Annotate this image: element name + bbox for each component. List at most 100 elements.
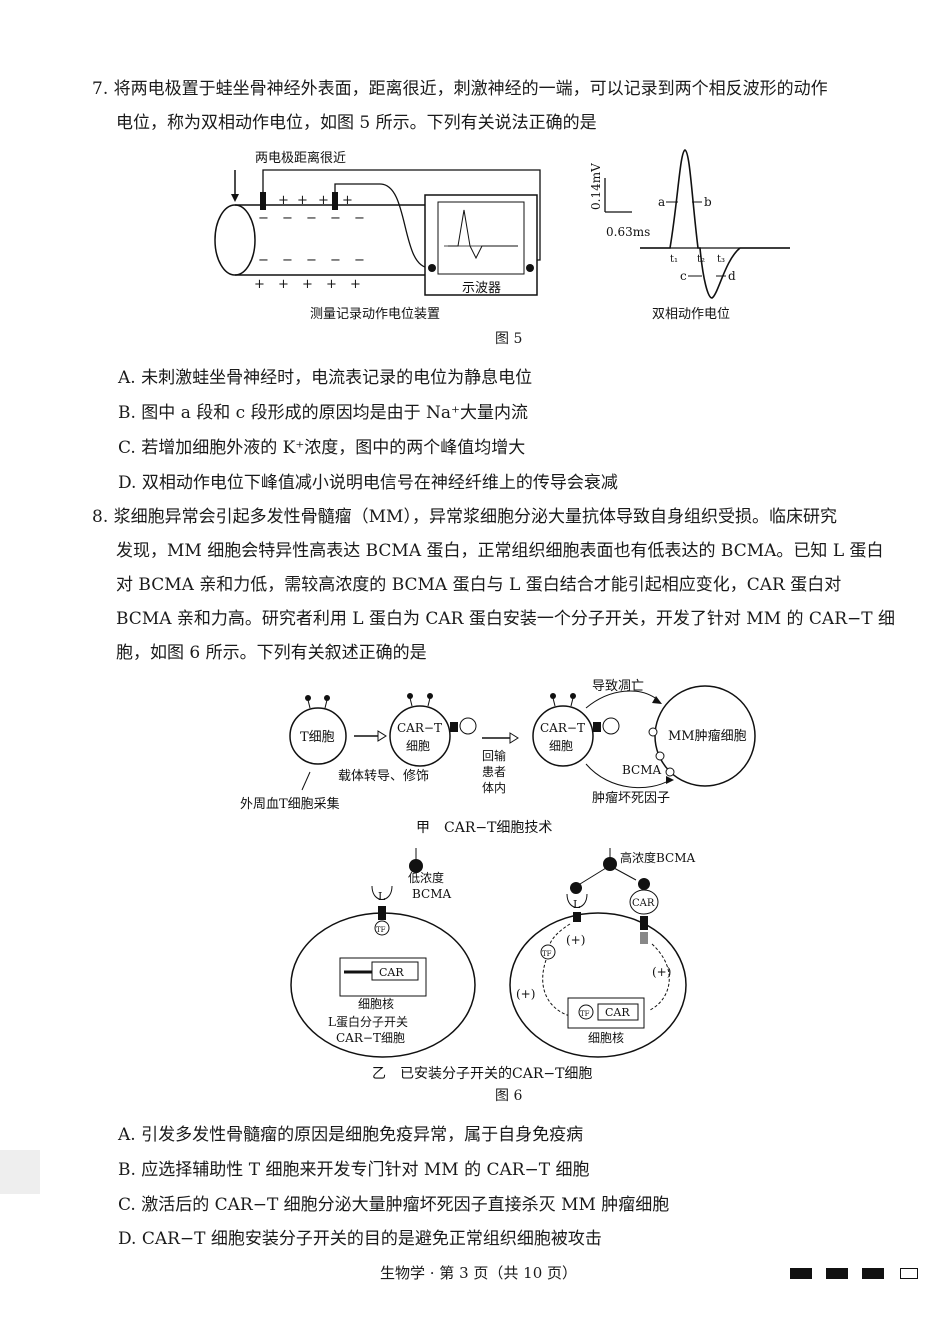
t1-label: t₁ bbox=[670, 254, 678, 265]
charge-minus: − bbox=[282, 253, 293, 268]
oscilloscope: 示波器 bbox=[424, 194, 538, 296]
vector-label: 载体转导、修饰 bbox=[338, 769, 429, 784]
charge-plus: + bbox=[318, 193, 329, 208]
positive-sign: (+) bbox=[566, 933, 585, 947]
charge-minus: − bbox=[354, 253, 365, 268]
marker-block bbox=[790, 1268, 812, 1279]
reinfuse-label: 患者 bbox=[482, 765, 506, 779]
question-text-line: 浆细胞异常会引起多发性骨髓瘤（MM），异常浆细胞分泌大量抗体导致自身组织受损。临… bbox=[113, 507, 837, 527]
reinfuse-label: 回输 bbox=[482, 748, 506, 763]
option-d[interactable]: D. 双相动作电位下峰值减小说明电信号在神经纤维上的传导会衰减 bbox=[118, 473, 618, 493]
charge-minus: − bbox=[306, 253, 317, 268]
tnf-label: 肿瘤坏死因子 bbox=[592, 790, 670, 806]
apoptosis-label: 导致凋亡 bbox=[592, 679, 644, 694]
nucleus-label: 细胞核 bbox=[358, 997, 394, 1011]
scan-artifact bbox=[0, 1150, 40, 1194]
scale-voltage: 0.14mV bbox=[589, 163, 603, 210]
question-7-stem: 7. 将两电极置于蛙坐骨神经外表面，距离很近，刺激神经的一端，可以记录到两个相反… bbox=[92, 72, 912, 140]
marker-block bbox=[862, 1268, 884, 1279]
question-text-line: 将两电极置于蛙坐骨神经外表面，距离很近，刺激神经的一端，可以记录到两个相反波形的… bbox=[113, 79, 828, 99]
option-a[interactable]: A. 未刺激蛙坐骨神经时，电流表记录的电位为静息电位 bbox=[118, 368, 533, 388]
collect-label: 外周血T细胞采集 bbox=[240, 796, 340, 812]
question-text-line: 电位，称为双相动作电位，如图 5 所示。下列有关说法正确的是 bbox=[116, 113, 597, 133]
bcma-label: BCMA bbox=[622, 763, 662, 777]
charge-minus: − bbox=[282, 211, 293, 226]
l-protein-label: L bbox=[573, 898, 581, 911]
car-receptor-label: CAR bbox=[632, 898, 655, 909]
car-t-label: CAR−T bbox=[397, 721, 442, 735]
switch-label: L蛋白分子开关 bbox=[328, 1014, 408, 1029]
biphasic-wave: 0.14mV 0.63ms a b t₁ t₂ t₃ c d 双相动作电位 bbox=[589, 149, 790, 322]
wire bbox=[334, 183, 431, 269]
oscilloscope-label: 示波器 bbox=[462, 281, 501, 296]
tf-label: TF bbox=[542, 950, 552, 958]
car-t-label: 细胞 bbox=[549, 739, 573, 753]
option-d[interactable]: D. CAR−T 细胞安装分子开关的目的是避免正常组织细胞被攻击 bbox=[118, 1229, 602, 1249]
charge-plus: + bbox=[326, 277, 337, 292]
car-t-cell bbox=[532, 705, 594, 767]
charge-plus: + bbox=[342, 193, 353, 208]
low-bcma-label: BCMA bbox=[412, 887, 452, 901]
charge-plus: + bbox=[350, 277, 361, 292]
electrode-label: 两电极距离很近 bbox=[255, 150, 346, 166]
figure-6-a-caption: 甲 CAR−T细胞技术 bbox=[416, 820, 552, 836]
tf-label: TF bbox=[376, 926, 386, 934]
figure-5-label: 图 5 bbox=[495, 331, 523, 347]
question-number: 7. bbox=[92, 79, 109, 99]
wave-label-c: c bbox=[680, 269, 687, 283]
question-text-line: 胞，如图 6 所示。下列有关叙述正确的是 bbox=[116, 643, 427, 663]
figure-6-a: T细胞 CAR−T 细胞 载体转导、修饰 外周血T细胞采集 回输 患者 体内 C… bbox=[240, 679, 756, 836]
wave-label-a: a bbox=[658, 195, 665, 209]
question-text-line: BCMA 亲和力高。研究者利用 L 蛋白为 CAR 蛋白安装一个分子开关，开发了… bbox=[116, 609, 895, 629]
t-cell-label: T细胞 bbox=[300, 730, 335, 745]
car-gene-label: CAR bbox=[605, 1006, 630, 1019]
electrode-1 bbox=[260, 192, 266, 210]
car-gene-label: CAR bbox=[379, 966, 404, 979]
question-text-line: 对 BCMA 亲和力低，需较高浓度的 BCMA 蛋白与 L 蛋白结合才能引起相应… bbox=[116, 575, 842, 595]
t2-label: t₂ bbox=[697, 254, 705, 265]
t-cell bbox=[289, 707, 347, 765]
mm-cell-label: MM肿瘤细胞 bbox=[668, 728, 747, 744]
wave-label-d: d bbox=[728, 269, 736, 283]
charge-plus: + bbox=[278, 193, 289, 208]
car-t-label: 细胞 bbox=[406, 739, 430, 753]
switch-label: CAR−T细胞 bbox=[336, 1031, 405, 1045]
high-bcma-label: 高浓度BCMA bbox=[620, 850, 696, 865]
reinfuse-label: 体内 bbox=[482, 781, 506, 795]
nucleus-label: 细胞核 bbox=[588, 1031, 624, 1045]
charge-plus: + bbox=[278, 277, 289, 292]
positive-sign: (+) bbox=[652, 965, 671, 979]
question-number: 8. bbox=[92, 507, 109, 527]
wave-label-b: b bbox=[704, 195, 712, 209]
low-bcma-label: 低浓度 bbox=[408, 870, 444, 885]
option-b[interactable]: B. 图中 a 段和 c 段形成的原因均是由于 Na⁺大量内流 bbox=[118, 403, 528, 423]
tf-label: TF bbox=[580, 1010, 590, 1018]
charge-minus: − bbox=[330, 211, 341, 226]
positive-sign: (+) bbox=[516, 987, 535, 1001]
charge-plus: + bbox=[297, 193, 308, 208]
figure-6-label: 图 6 bbox=[495, 1088, 523, 1104]
scale-time: 0.63ms bbox=[606, 225, 650, 239]
option-c[interactable]: C. 若增加细胞外液的 K⁺浓度，图中的两个峰值均增大 bbox=[118, 438, 526, 458]
electrode-2 bbox=[332, 192, 338, 210]
charge-plus: + bbox=[302, 277, 313, 292]
charge-minus: − bbox=[258, 253, 269, 268]
option-b[interactable]: B. 应选择辅助性 T 细胞来开发专门针对 MM 的 CAR−T 细胞 bbox=[118, 1160, 590, 1180]
question-text-line: 发现，MM 细胞会特异性高表达 BCMA 蛋白，正常组织细胞表面也有低表达的 B… bbox=[116, 541, 884, 561]
option-c[interactable]: C. 激活后的 CAR−T 细胞分泌大量肿瘤坏死因子直接杀灭 MM 肿瘤细胞 bbox=[118, 1195, 670, 1215]
charge-minus: − bbox=[258, 211, 269, 226]
figure-5: + + + + − − − − − − − − − − + + + + + 两电… bbox=[214, 149, 790, 322]
car-t-cell bbox=[389, 705, 451, 767]
t3-label: t₃ bbox=[717, 254, 725, 265]
charge-minus: − bbox=[330, 253, 341, 268]
marker-block-empty bbox=[900, 1268, 918, 1279]
figure-6-b-caption: 乙 已安装分子开关的CAR−T细胞 bbox=[372, 1066, 592, 1082]
charge-plus: + bbox=[254, 277, 265, 292]
marker-block bbox=[826, 1268, 848, 1279]
car-t-label: CAR−T bbox=[540, 721, 585, 735]
figure-6-b: 低浓度 BCMA L TF CAR 细胞核 L蛋白分子开关 CAR−T细胞 高浓… bbox=[290, 848, 696, 1082]
device-caption: 测量记录动作电位装置 bbox=[310, 307, 440, 322]
wave-caption: 双相动作电位 bbox=[652, 307, 730, 322]
option-a[interactable]: A. 引发多发性骨髓瘤的原因是细胞免疫异常，属于自身免疫病 bbox=[118, 1125, 584, 1145]
l-protein-label: L bbox=[378, 890, 386, 903]
